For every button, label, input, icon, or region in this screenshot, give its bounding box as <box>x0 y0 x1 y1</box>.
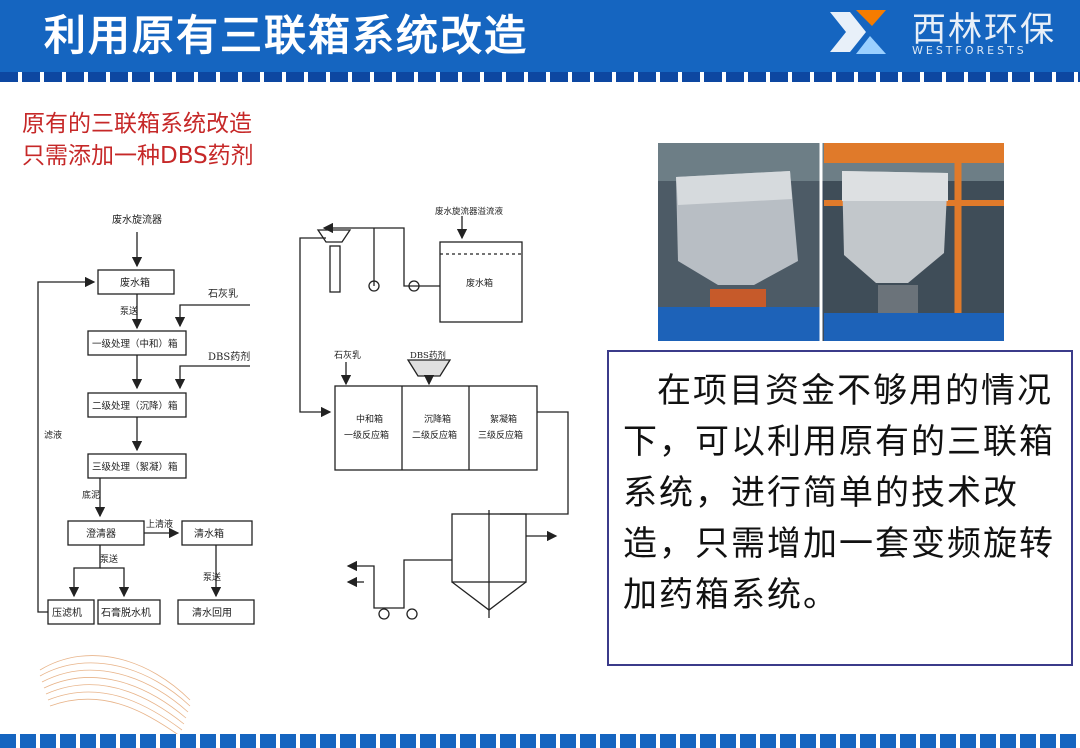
schematic-overflow-label: 废水旋流器溢流液 <box>435 206 504 217</box>
schematic-box1-b: 一级反应箱 <box>344 429 389 441</box>
schematic-box1-a: 中和箱 <box>356 413 383 425</box>
schematic-waste-tank <box>439 241 523 323</box>
schematic-lime-label: 石灰乳 <box>334 349 361 361</box>
intro-line-2: 只需添加一种DBS药剂 <box>22 143 254 169</box>
brand-logo: 西林环保 WESTFORESTS <box>826 4 1076 70</box>
flow-clarifier-label: 澄清器 <box>86 527 116 540</box>
intro-line-1: 原有的三联箱系统改造 <box>22 111 252 137</box>
footer-band <box>0 734 1080 748</box>
callout-box: 在项目资金不够用的情况下，可以利用原有的三联箱系统，进行简单的技术改造，只需增加… <box>607 350 1073 666</box>
flow-sludge-label: 底泥 <box>82 489 100 501</box>
flow-tank-label: 废水箱 <box>120 276 150 289</box>
header-band <box>0 72 1080 82</box>
flow-box-gypsum <box>97 599 161 625</box>
flow-reuse-label: 清水回用 <box>192 606 232 619</box>
flowchart <box>37 232 255 625</box>
flow-box-clear-tank <box>181 520 253 546</box>
header-bar <box>0 0 1080 72</box>
flow-pump2-label: 泵送 <box>100 553 118 565</box>
flow-press-label: 压滤机 <box>52 606 82 619</box>
schematic-box3-a: 絮凝箱 <box>490 413 517 425</box>
logo-cn-text: 西林环保 <box>912 10 1056 50</box>
callout-text: 在项目资金不够用的情况下，可以利用原有的三联箱系统，进行简单的技术改造，只需增加… <box>623 371 1055 615</box>
flow-box-reuse <box>177 599 255 625</box>
flow-return-label: 滤液 <box>44 429 62 441</box>
equipment-photo <box>658 143 1004 341</box>
flow-overflow-label: 上清液 <box>146 518 173 530</box>
intro-text: 原有的三联箱系统改造 只需添加一种DBS药剂 <box>22 108 254 172</box>
flow-clear-tank-label: 清水箱 <box>194 527 224 540</box>
process-diagrams: 废水旋流器 废水箱 泵送 石灰乳 一级处理（中和）箱 DBS药剂 二级处理（沉降… <box>37 206 569 625</box>
flow-source-label: 废水旋流器 <box>112 213 162 226</box>
flow-lime-label: 石灰乳 <box>208 287 238 300</box>
schematic-column <box>329 245 341 293</box>
schematic-tank-label: 废水箱 <box>466 277 493 289</box>
schematic-dbs-label: DBS药剂 <box>410 350 446 361</box>
flow-stage3-label: 三级处理（絮凝）箱 <box>92 461 178 473</box>
schematic-box2-b: 二级反应箱 <box>412 429 457 441</box>
flow-pump3-label: 泵送 <box>203 571 221 583</box>
schematic-box3-b: 三级反应箱 <box>478 429 523 441</box>
flow-box-tank <box>97 269 175 295</box>
schematic-three-tanks <box>334 385 538 471</box>
flow-box-stage3 <box>87 453 187 479</box>
logo-mark-icon <box>830 10 886 54</box>
decorative-swirl <box>39 655 191 737</box>
slide-title: 利用原有三联箱系统改造 <box>44 11 529 60</box>
flow-stage1-label: 一级处理（中和）箱 <box>92 338 178 350</box>
logo-en-text: WESTFORESTS <box>912 44 1027 57</box>
flow-gypsum-label: 石膏脱水机 <box>101 606 151 619</box>
flow-dbs-label: DBS药剂 <box>208 350 250 363</box>
flow-stage2-label: 二级处理（沉降）箱 <box>92 400 178 412</box>
schematic-box2-a: 沉降箱 <box>424 413 451 425</box>
schematic <box>299 216 569 620</box>
flow-pump-label: 泵送 <box>120 305 138 317</box>
